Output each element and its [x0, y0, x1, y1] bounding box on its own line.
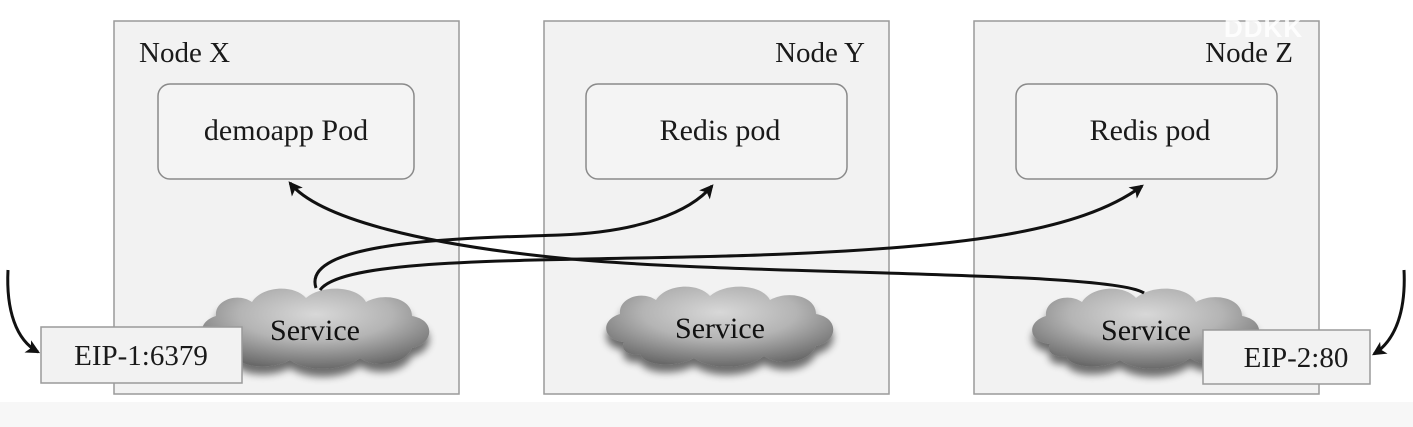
node-z-title: Node Z [1205, 37, 1293, 69]
eip-2-label: EIP-2:80 [1244, 342, 1349, 374]
node-y-pod-box [585, 83, 848, 180]
node-y-service-label: Service [675, 312, 765, 345]
node-x-pod-box [157, 83, 415, 180]
arrow-service-z-to-demoapp-x [288, 181, 1145, 295]
connections [6, 181, 1406, 356]
node-x-service-label: Service [270, 314, 360, 347]
footer-band [0, 402, 1413, 427]
node-z-pod-label: Redis pod [1090, 114, 1211, 147]
node-y-title: Node Y [775, 37, 865, 69]
node-y: Node Y Redis pod Service [543, 20, 890, 395]
node-y-pod-label: Redis pod [660, 114, 781, 147]
eip-2-box [1202, 329, 1371, 385]
arrow-service-x-to-redis-z [318, 184, 1144, 291]
arrow-external-to-eip-1 [6, 269, 41, 354]
node-x-title: Node X [139, 37, 230, 69]
eip-2: EIP-2:80 [1202, 329, 1371, 385]
eip-1-label: EIP-1:6379 [74, 340, 208, 372]
eip-1-box [40, 326, 243, 384]
eip-1: EIP-1:6379 [40, 326, 243, 384]
arrow-service-x-to-redis-y [313, 184, 714, 289]
node-z-service-label: Service [1101, 314, 1191, 347]
arrow-external-to-eip-2 [1372, 269, 1406, 356]
node-x-pod-label: demoapp Pod [204, 114, 368, 147]
watermark-text: DDKK [1224, 13, 1303, 43]
node-z-pod-box [1015, 83, 1278, 180]
